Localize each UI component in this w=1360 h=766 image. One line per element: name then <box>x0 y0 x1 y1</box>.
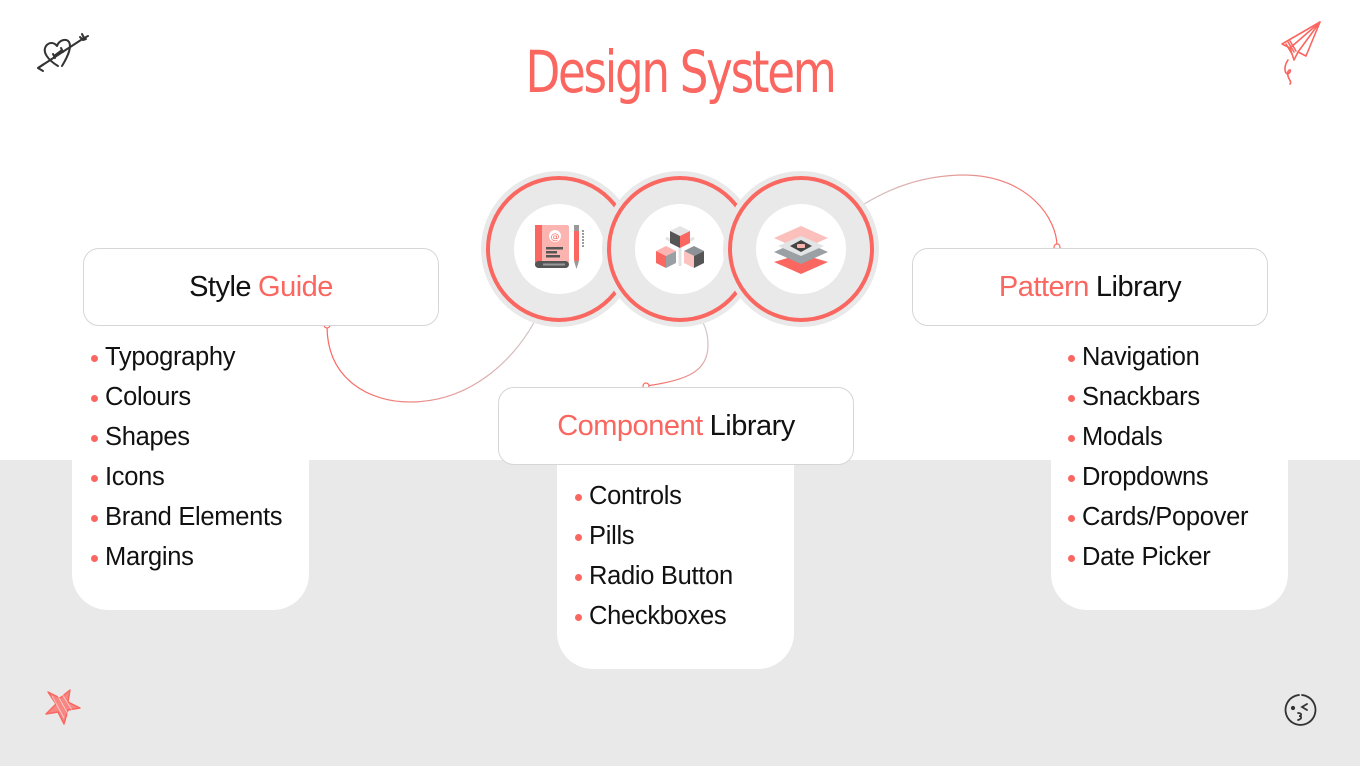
component-library-title-part1: Component <box>557 409 703 442</box>
list-item: Cards/Popover <box>1068 497 1248 537</box>
pattern-library-title-part2: Library <box>1095 270 1182 303</box>
bullet-icon <box>575 493 582 501</box>
list-item: Checkboxes <box>575 596 733 636</box>
component-library-list-card <box>557 464 794 669</box>
bullet-icon <box>1068 434 1075 442</box>
list-item: Navigation <box>1068 337 1248 377</box>
style-guide-title-part2: Guide <box>258 270 333 303</box>
bullet-icon <box>1068 554 1075 562</box>
bullet-icon <box>91 514 98 522</box>
star-doodle-icon <box>45 689 81 725</box>
svg-text:@: @ <box>551 233 560 243</box>
heart-arrow-doodle-icon <box>37 33 89 72</box>
style-guide-book-icon: @ <box>535 225 584 269</box>
list-item: Controls <box>575 476 733 516</box>
component-library-list: Controls Pills Radio Button Checkboxes <box>575 476 733 636</box>
style-guide-list-card <box>72 326 309 610</box>
list-item: Radio Button <box>575 556 733 596</box>
bullet-icon <box>91 474 98 482</box>
list-item: Date Picker <box>1068 537 1248 577</box>
list-item: Typography <box>91 337 282 377</box>
component-cubes-icon <box>656 226 704 268</box>
list-item: Colours <box>91 377 282 417</box>
bullet-icon <box>575 573 582 581</box>
page-title: Design System <box>525 38 837 106</box>
bullet-icon <box>91 394 98 402</box>
pattern-library-hub-circle <box>723 171 879 327</box>
bullet-icon <box>575 613 582 621</box>
list-item: Modals <box>1068 417 1248 457</box>
list-item: Shapes <box>91 417 282 457</box>
bullet-icon <box>575 533 582 541</box>
pattern-layers-icon <box>774 226 828 274</box>
list-item: Snackbars <box>1068 377 1248 417</box>
bullet-icon <box>1068 474 1075 482</box>
pattern-library-list-card <box>1051 326 1288 610</box>
bullet-icon <box>1068 394 1075 402</box>
bullet-icon <box>1068 514 1075 522</box>
bullet-icon <box>91 434 98 442</box>
list-item: Brand Elements <box>91 497 283 537</box>
style-guide-title-part1: Style <box>189 270 252 303</box>
component-library-title-part2: Library <box>709 409 796 442</box>
pattern-library-title-part1: Pattern <box>998 270 1090 303</box>
pattern-library-list: Navigation Snackbars Modals Dropdowns Ca… <box>1068 337 1248 577</box>
bullet-icon <box>91 354 98 362</box>
style-guide-list: Typography Colours Shapes Icons Brand El… <box>91 337 283 577</box>
list-item: Margins <box>91 537 282 577</box>
list-item: Dropdowns <box>1068 457 1248 497</box>
paper-plane-doodle-icon <box>1281 21 1321 85</box>
component-library-connector <box>645 317 709 387</box>
bullet-icon <box>91 554 98 562</box>
list-item: Pills <box>575 516 733 556</box>
list-item: Icons <box>91 457 282 497</box>
kissing-face-doodle-icon <box>1284 694 1317 726</box>
bullet-icon <box>1068 354 1075 362</box>
